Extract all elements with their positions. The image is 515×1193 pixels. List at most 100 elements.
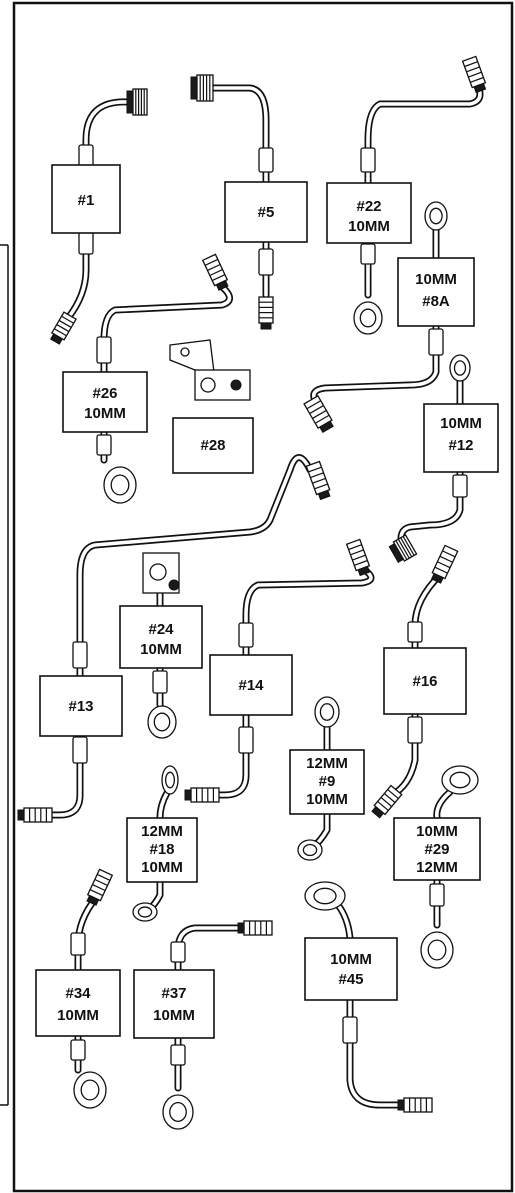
fitting-14-top-thread xyxy=(352,554,366,561)
fitting-1-top-nut xyxy=(126,90,134,114)
banjo-22-hole xyxy=(359,308,377,328)
part-26-line-2: 10MM xyxy=(84,405,126,422)
hose-22-top-core xyxy=(366,70,482,185)
banjo-9-bottom-hole xyxy=(302,843,318,857)
banjo-9-top-hole xyxy=(319,703,335,721)
fitting-8a-thread xyxy=(312,409,327,419)
bracket-28-mount xyxy=(180,347,190,357)
part-29-line-3: 12MM xyxy=(416,859,458,876)
part-8a-line-2: #8A xyxy=(422,293,450,310)
banjo-12-hole xyxy=(453,360,467,376)
part-13: #13 xyxy=(39,675,123,737)
part-1: #1 xyxy=(51,164,121,234)
fitting-13-bottom-nut xyxy=(17,809,25,821)
fitting-26-top-thread xyxy=(207,263,221,271)
hose-13-top-core xyxy=(78,455,312,678)
part-37-line-2: 10MM xyxy=(153,1007,195,1024)
sleeve-5b xyxy=(258,248,274,276)
fitting-26-top-thread xyxy=(209,269,223,277)
part-45: 10MM #45 xyxy=(304,937,398,1001)
fitting-45 xyxy=(397,1097,433,1113)
sleeve-34a xyxy=(70,932,86,956)
hose-1-top-core xyxy=(84,100,130,167)
part-22: #22 10MM xyxy=(326,182,412,244)
part-5: #5 xyxy=(224,181,308,243)
fitting-45-body xyxy=(403,1097,433,1113)
fitting-5-top xyxy=(190,74,214,102)
hose-22-top xyxy=(364,68,484,187)
adjacent-table-edge xyxy=(0,244,9,1106)
part-22-line-1: #22 xyxy=(356,198,381,215)
fitting-16-bottom-nut xyxy=(371,806,385,819)
fitting-16-bottom xyxy=(371,784,403,819)
part-26: #26 10MM xyxy=(62,371,148,433)
part-9-line-1: 12MM xyxy=(306,755,348,772)
part-1-line-1: #1 xyxy=(78,192,95,209)
fitting-26-top-nut xyxy=(215,279,229,291)
fitting-1-bottom xyxy=(49,311,77,345)
fitting-16-top-thread xyxy=(439,555,453,563)
fitting-34-top-nut xyxy=(86,894,100,906)
fitting-1-top xyxy=(126,88,148,116)
banjo-24-hole xyxy=(153,712,171,732)
sleeve-45 xyxy=(342,1016,358,1044)
sleeve-16a xyxy=(407,621,423,643)
sleeve-13b xyxy=(72,736,88,764)
sleeve-14b xyxy=(238,726,254,754)
fitting-34-top-thread xyxy=(92,884,106,892)
fitting-14-bottom-nut xyxy=(184,789,192,801)
sleeve-37a xyxy=(170,941,186,963)
hose-12-bottom-core xyxy=(399,470,462,547)
part-18-line-3: 10MM xyxy=(141,859,183,876)
banjo-34-hole xyxy=(80,1079,100,1101)
fitting-22-top-thread xyxy=(468,71,482,78)
hose-fittings xyxy=(17,55,487,1130)
part-18: 12MM #18 10MM xyxy=(126,817,198,883)
part-24-line-2: 10MM xyxy=(140,641,182,658)
fitting-13-top-thread xyxy=(314,483,328,490)
fitting-14-top-nut xyxy=(357,565,371,577)
part-22-line-2: 10MM xyxy=(348,218,390,235)
hose-18-top-core xyxy=(158,791,169,820)
fitting-22-top-nut xyxy=(473,82,487,94)
hose-14-top xyxy=(242,564,375,659)
fitting-14-top xyxy=(345,538,371,577)
sleeve-22 xyxy=(360,147,376,173)
hose-45-bottom xyxy=(346,996,409,1109)
part-18-line-1: 12MM xyxy=(141,823,183,840)
banjo-37-hole xyxy=(169,1102,187,1123)
hose-37-top xyxy=(174,924,254,974)
sleeve-22b xyxy=(360,243,376,265)
sleeve-24 xyxy=(152,670,168,694)
fitting-13-top-thread xyxy=(312,477,326,484)
block-24-hole xyxy=(149,563,167,581)
banjo-26-hole xyxy=(110,474,130,496)
part-29: 10MM #29 12MM xyxy=(393,817,481,881)
fitting-16-top-thread xyxy=(437,561,451,569)
fitting-34-top-thread xyxy=(89,889,104,897)
fitting-5-top-body xyxy=(196,74,214,102)
fitting-13-bottom-body xyxy=(23,807,53,823)
part-12: 10MM #12 xyxy=(423,403,499,473)
fitting-14-top-thread xyxy=(348,544,362,551)
fitting-14-top-thread xyxy=(354,559,368,566)
fitting-13-top-thread xyxy=(310,472,324,479)
part-28: #28 xyxy=(172,417,254,474)
part-9-line-2: #9 xyxy=(319,773,336,790)
hose-14-top-core xyxy=(244,566,373,657)
part-24: #24 10MM xyxy=(119,605,203,669)
sleeve-12 xyxy=(452,474,468,498)
part-28-line-1: #28 xyxy=(200,437,225,454)
fitting-37-top xyxy=(237,920,273,936)
sleeve-34b xyxy=(70,1039,86,1061)
part-16: #16 xyxy=(383,647,467,715)
fitting-1-bottom-nut xyxy=(49,333,64,345)
sleeve-26a xyxy=(96,336,112,364)
part-34: #34 10MM xyxy=(35,969,121,1037)
fitting-12-thread xyxy=(402,536,415,556)
fitting-12-thread xyxy=(400,537,413,558)
fitting-37-top-body xyxy=(243,920,273,936)
fitting-1-bottom-thread xyxy=(56,324,70,333)
hose-5-top xyxy=(201,84,270,186)
fitting-16-top-nut xyxy=(430,572,444,584)
